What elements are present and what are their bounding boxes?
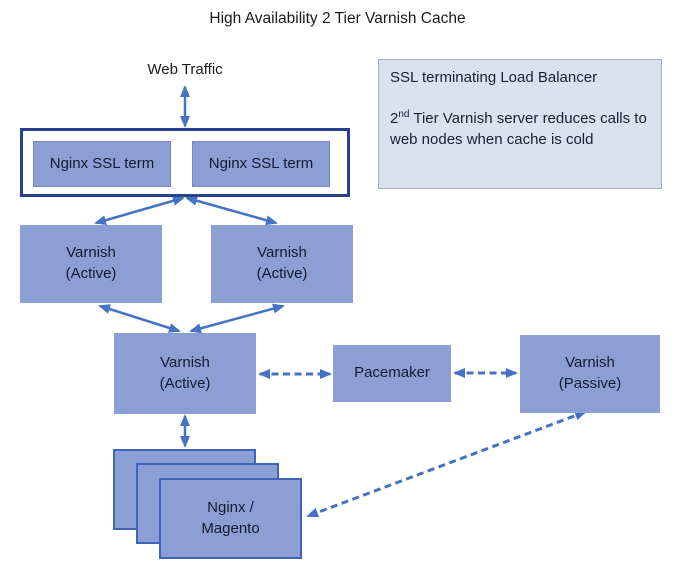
note-line-1: SSL terminating Load Balancer — [390, 69, 598, 86]
arrow-loadbalancer-varnish-left — [94, 195, 185, 226]
note-line-2: 2nd Tier Varnish server reduces calls to… — [390, 109, 647, 148]
diagram-title: High Availability 2 Tier Varnish Cache — [209, 10, 466, 27]
arrow-varnishright-tier2 — [189, 303, 285, 334]
node-web-node-front: Nginx / Magento — [159, 478, 302, 559]
node-varnish-passive: Varnish (Passive) — [520, 335, 660, 413]
web-traffic-label: Web Traffic — [147, 61, 223, 78]
node-nginx-ssl-left: Nginx SSL term — [33, 141, 171, 187]
note-superscript: nd — [398, 109, 410, 121]
arrow-loadbalancer-varnish-right — [185, 195, 278, 226]
node-varnish-active-tier2: Varnish (Active) — [114, 333, 256, 414]
node-nginx-ssl-right: Nginx SSL term — [192, 141, 330, 187]
node-pacemaker: Pacemaker — [333, 345, 451, 402]
node-varnish-active-left: Varnish (Active) — [20, 225, 162, 303]
note-ssl-load-balancer: SSL terminating Load Balancer 2nd Tier V… — [378, 59, 662, 189]
arrow-varnishleft-tier2 — [98, 304, 181, 333]
node-varnish-active-right: Varnish (Active) — [211, 225, 353, 303]
arrow-passive-webnodes-dashed — [306, 410, 587, 518]
